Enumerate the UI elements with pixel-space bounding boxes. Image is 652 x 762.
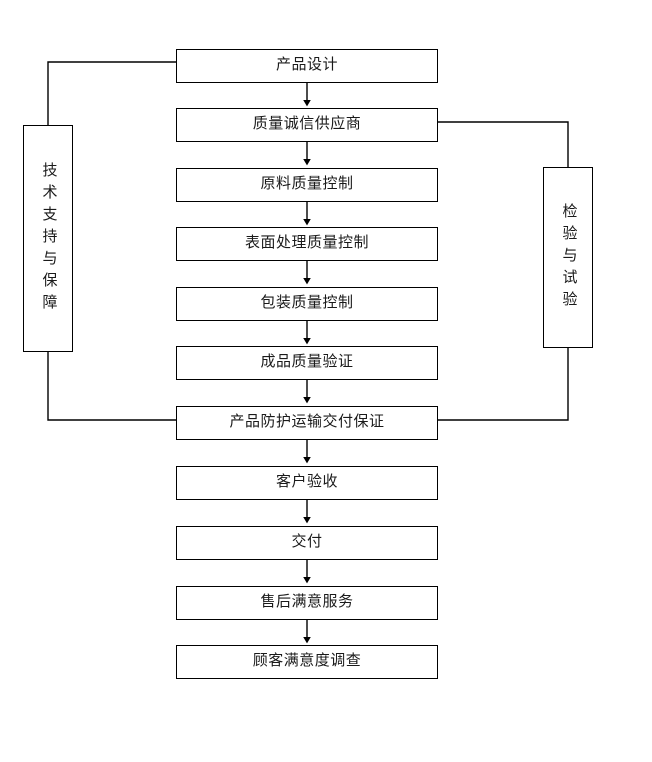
flow-node-label: 客户验收	[275, 474, 338, 491]
flow-node-label: 包装质量控制	[260, 295, 354, 312]
flow-node-n6[interactable]: 成品质量验证	[176, 346, 438, 380]
flow-node-n11[interactable]: 顾客满意度调查	[176, 645, 438, 679]
side-node-left[interactable]: 技术支持与保障	[23, 125, 73, 352]
side-node-left-inner: 技术支持与保障	[24, 126, 72, 351]
connector-n2-right	[438, 121, 569, 167]
flow-node-n10[interactable]: 售后满意服务	[176, 586, 438, 620]
flow-node-label: 成品质量验证	[260, 354, 354, 371]
side-node-right-inner: 检验与试验	[544, 168, 592, 347]
flow-node-label: 售后满意服务	[260, 594, 354, 611]
connector-left-n7	[47, 352, 176, 421]
flow-node-n2[interactable]: 质量诚信供应商	[176, 108, 438, 142]
flow-node-n9[interactable]: 交付	[176, 526, 438, 560]
flow-node-n5[interactable]: 包装质量控制	[176, 287, 438, 321]
flow-node-label: 顾客满意度调查	[252, 653, 362, 670]
side-node-label: 技术支持与保障	[40, 161, 57, 316]
flow-node-label: 质量诚信供应商	[252, 116, 362, 133]
flow-node-label: 交付	[291, 534, 323, 551]
side-node-right[interactable]: 检验与试验	[543, 167, 593, 348]
flow-node-label: 产品设计	[275, 57, 338, 74]
flow-node-label: 产品防护运输交付保证	[229, 414, 385, 431]
connector-right-n7	[438, 348, 569, 421]
flow-node-n7[interactable]: 产品防护运输交付保证	[176, 406, 438, 440]
flow-node-n8[interactable]: 客户验收	[176, 466, 438, 500]
connector-n1-left	[47, 61, 176, 125]
flow-node-n3[interactable]: 原料质量控制	[176, 168, 438, 202]
flow-node-n1[interactable]: 产品设计	[176, 49, 438, 83]
flow-node-label: 表面处理质量控制	[244, 235, 369, 252]
flow-node-label: 原料质量控制	[260, 176, 354, 193]
side-node-label: 检验与试验	[560, 202, 577, 313]
flow-node-n4[interactable]: 表面处理质量控制	[176, 227, 438, 261]
